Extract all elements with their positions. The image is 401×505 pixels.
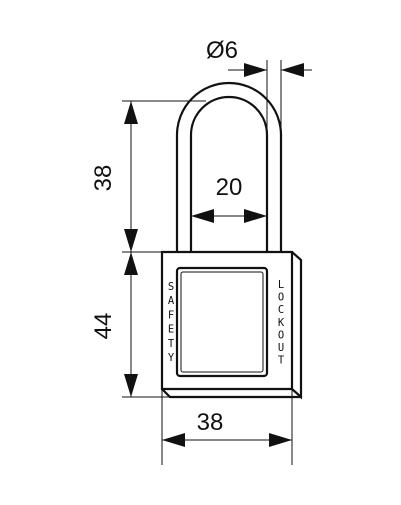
arrow-diam-right: [281, 63, 304, 77]
dim-text-inner-width: 20: [216, 174, 243, 201]
dim-shackle-inner-width: 20: [191, 174, 267, 223]
shackle-inner: [189, 95, 269, 252]
dim-text-body-width: 38: [197, 409, 224, 436]
safety-letter: E: [168, 324, 174, 336]
arrow-body-top: [124, 252, 138, 275]
shackle-outer: [175, 81, 283, 252]
arrow-body-right: [269, 433, 292, 447]
safety-letter: Y: [168, 352, 175, 364]
shackle: [175, 81, 283, 252]
lockout-letter: C: [278, 304, 284, 316]
label-panel: [175, 266, 269, 378]
body-bottom-edge: [161, 388, 301, 399]
lockout-letter: U: [278, 342, 284, 354]
dim-text-diameter: Ø6: [206, 37, 238, 64]
arrow-shackle-top: [124, 101, 138, 124]
arrow-body-left: [162, 433, 185, 447]
dim-body-width: 38: [161, 389, 293, 465]
arrow-inner-right: [244, 209, 267, 223]
arrow-inner-left: [191, 209, 214, 223]
dim-body-height: 44: [90, 252, 170, 398]
arrow-diam-left: [244, 63, 267, 77]
safety-letter: F: [168, 309, 174, 321]
dim-text-shackle-height: 38: [90, 165, 117, 192]
lockout-letter: O: [278, 292, 284, 304]
safety-letter: S: [168, 281, 174, 293]
safety-letter: A: [168, 295, 175, 307]
lockout-letter: T: [278, 355, 285, 367]
dim-diameter: Ø6: [206, 37, 312, 135]
dim-shackle-height: 38: [90, 100, 206, 253]
lock-body: [160, 250, 303, 400]
lockout-letter: L: [278, 279, 284, 291]
label-panel-inner: [180, 271, 264, 373]
arrow-shackle-bottom: [124, 229, 138, 252]
dim-text-body-height: 44: [90, 313, 117, 340]
safety-letter: T: [168, 338, 175, 350]
body-side-face: [291, 251, 303, 400]
arrow-body-bottom: [124, 374, 138, 397]
lockout-letter: O: [278, 329, 284, 341]
lockout-letter: K: [278, 317, 285, 329]
